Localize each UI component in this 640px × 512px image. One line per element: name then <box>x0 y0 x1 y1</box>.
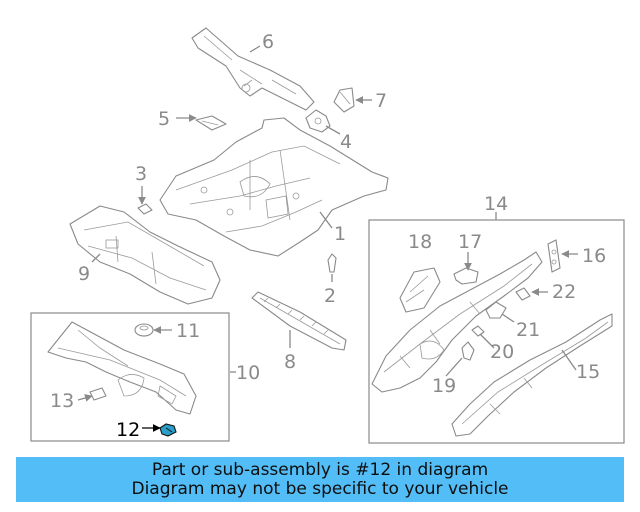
banner-line-part: Part or sub-assembly is #12 in diagram <box>151 459 489 480</box>
callout-17: 17 <box>458 231 482 253</box>
part-14-side-rail-assembly <box>371 251 543 393</box>
part-19-clip <box>461 341 475 361</box>
part-3-clip <box>137 203 153 215</box>
callout-15: 15 <box>576 361 600 383</box>
callout-6: 6 <box>262 31 274 53</box>
part-7-bracket <box>333 87 355 113</box>
part-18-reinforcement <box>399 267 441 313</box>
callout-12: 12 <box>116 419 140 441</box>
callout-4: 4 <box>340 131 352 153</box>
part-1-rear-floor-pan <box>159 117 389 257</box>
part-9-rear-panel <box>69 205 221 305</box>
callout-13: 13 <box>50 390 74 412</box>
callout-7: 7 <box>375 90 387 112</box>
callout-5: 5 <box>158 108 170 130</box>
part-12-highlighted <box>159 423 177 437</box>
callout-9: 9 <box>78 263 90 285</box>
part-2-bolt <box>327 253 337 273</box>
callout-2: 2 <box>324 285 336 307</box>
callout-21: 21 <box>516 319 540 341</box>
part-11-bushing <box>134 323 154 337</box>
part-17-bracket <box>453 267 479 285</box>
callout-18: 18 <box>408 231 432 253</box>
part-22-clip <box>515 287 531 301</box>
part-5-plate <box>195 115 227 131</box>
banner-line-disclaimer: Diagram may not be specific to your vehi… <box>131 478 509 499</box>
callout-8: 8 <box>284 351 296 373</box>
parts-diagram: 1 2 3 4 5 6 7 8 9 10 11 12 13 14 15 16 1… <box>30 27 625 444</box>
callout-19: 19 <box>432 375 456 397</box>
part-20-clip <box>471 325 485 337</box>
callout-16: 16 <box>582 245 606 267</box>
callout-3: 3 <box>135 163 147 185</box>
callout-10: 10 <box>236 362 260 384</box>
callout-20: 20 <box>490 341 514 363</box>
callout-11: 11 <box>176 320 200 342</box>
part-16-plate <box>547 239 561 273</box>
leader-lines <box>77 45 578 432</box>
part-4-bracket <box>305 109 331 133</box>
part-13-pad <box>89 387 107 401</box>
info-banner: Part or sub-assembly is #12 in diagram D… <box>16 457 624 502</box>
callout-labels: 1 2 3 4 5 6 7 8 9 10 11 12 13 14 15 16 1… <box>50 31 606 441</box>
callout-22: 22 <box>552 281 576 303</box>
callout-14: 14 <box>484 193 508 215</box>
group-box-10 <box>30 312 230 442</box>
part-21-bracket <box>485 301 507 319</box>
part-8-sill-strip <box>251 291 347 351</box>
callout-1: 1 <box>334 223 346 245</box>
part-6-cross-member <box>191 27 315 111</box>
part-10-frame-assembly <box>47 321 197 415</box>
part-15-rail <box>451 313 613 437</box>
